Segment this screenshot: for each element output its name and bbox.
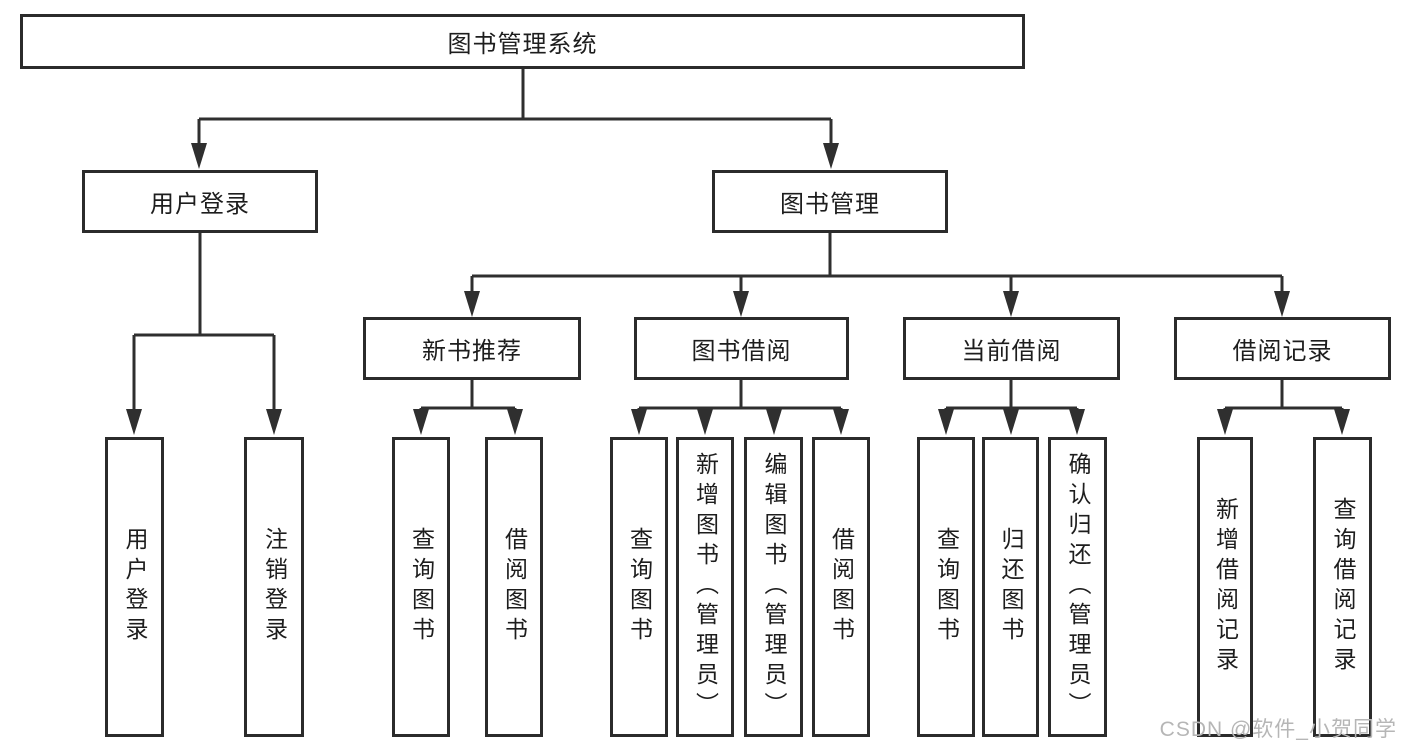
leaf-nb-query-books: 查询图书	[392, 437, 450, 737]
node-label: 图书管理系统	[447, 31, 598, 58]
node-label: 查询图书	[933, 527, 960, 647]
node-label: 查询借阅记录	[1330, 497, 1356, 677]
node-label: 图书借阅	[691, 338, 792, 365]
node-book-borrowing: 图书借阅	[634, 317, 849, 380]
node-label: 新书推荐	[422, 338, 522, 365]
leaf-cb-query-books: 查询图书	[917, 437, 975, 737]
leaf-bb-query-books: 查询图书	[610, 437, 668, 737]
connector-arrowheads	[126, 143, 1350, 435]
connector-user-login	[132, 233, 276, 411]
node-label: 借阅记录	[1232, 338, 1333, 365]
node-label: 用户登录	[122, 527, 148, 647]
leaf-cb-confirm-return-admin: 确认归还（管理员）	[1048, 437, 1107, 737]
leaf-br-add-borrow-record: 新增借阅记录	[1197, 437, 1253, 737]
node-label: 当前借阅	[961, 338, 1062, 365]
leaf-cb-return-books: 归还图书	[982, 437, 1039, 737]
node-label: 确认归还（管理员）	[1065, 452, 1091, 722]
node-label: 新增借阅记录	[1212, 497, 1239, 677]
connector-book-management	[470, 233, 1284, 296]
node-label: 借阅图书	[828, 527, 855, 647]
node-borrow-records: 借阅记录	[1174, 317, 1391, 380]
leaf-bb-borrow-books: 借阅图书	[812, 437, 870, 737]
leaf-bb-add-books-admin: 新增图书（管理员）	[676, 437, 734, 737]
node-label: 图书管理	[780, 191, 880, 218]
connector-current-borrowing	[944, 380, 1079, 414]
csdn-watermark: CSDN @软件_小贺同学	[1159, 718, 1397, 741]
connector-borrow-records	[1223, 380, 1344, 414]
node-label: 归还图书	[998, 527, 1024, 647]
leaf-nb-borrow-books: 借阅图书	[485, 437, 543, 737]
leaf-user-login: 用户登录	[105, 437, 164, 737]
leaf-bb-edit-books-admin: 编辑图书（管理员）	[744, 437, 803, 737]
node-label: 借阅图书	[501, 527, 528, 647]
node-label: 注销登录	[261, 527, 288, 647]
connector-new-book-recommend	[419, 380, 517, 414]
node-label: 编辑图书（管理员）	[761, 452, 787, 722]
leaf-br-query-borrow-record: 查询借阅记录	[1313, 437, 1372, 737]
node-current-borrowing: 当前借阅	[903, 317, 1120, 380]
connector-book-borrowing	[637, 380, 843, 414]
node-user-login: 用户登录	[82, 170, 318, 233]
node-label: 用户登录	[150, 191, 250, 218]
node-new-book-recommend: 新书推荐	[363, 317, 581, 380]
node-label: 查询图书	[408, 527, 435, 647]
leaf-logout-login: 注销登录	[244, 437, 304, 737]
node-library-management-system: 图书管理系统	[20, 14, 1025, 69]
node-label: 新增图书（管理员）	[692, 452, 719, 722]
node-label: 查询图书	[626, 527, 653, 647]
connector-root	[197, 68, 833, 146]
node-book-management: 图书管理	[712, 170, 948, 233]
